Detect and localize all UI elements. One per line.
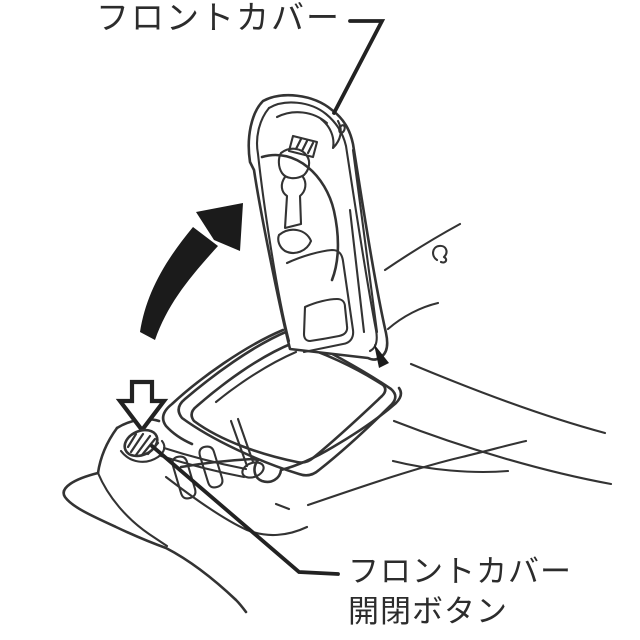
body-right-line-1 <box>409 362 607 435</box>
front-cover-outline <box>247 94 389 361</box>
cover-right-wall-line <box>351 148 379 334</box>
label-open-close-button-line1: フロントカバー <box>348 554 572 589</box>
label-open-close-button: フロントカバー 開閉ボタン <box>348 552 572 632</box>
leader-line-open-close-button <box>150 444 340 576</box>
cover-latch-hook <box>319 117 342 150</box>
cover-inner-left-wall <box>255 106 291 343</box>
label-front-cover: フロントカバー <box>96 0 341 36</box>
leader-line-front-cover <box>332 19 386 115</box>
latch-mechanism-stem <box>280 175 307 230</box>
open-arrow-head <box>196 203 243 251</box>
cover-catch-dot <box>338 124 346 134</box>
compartment-rim-middle <box>177 329 397 477</box>
cover-interior-sweep <box>260 153 340 282</box>
cover-inner-slot <box>302 297 349 343</box>
bottom-front-edge <box>306 439 528 507</box>
compartment-floor-line <box>214 350 298 404</box>
cover-hinge-tip <box>374 344 389 368</box>
label-open-close-button-line2: 開閉ボタン <box>348 594 508 629</box>
compartment-bar-lines <box>159 446 248 479</box>
front-cover-open <box>247 94 389 368</box>
front-flap <box>62 471 248 614</box>
open-arrow-tail <box>140 227 218 340</box>
body-rear-upper-edge <box>383 222 462 272</box>
body-right-line-3 <box>391 459 510 474</box>
body-right-line-2 <box>392 419 613 486</box>
latch-plate-hatching <box>294 137 315 155</box>
latch-plate-outline <box>287 134 319 159</box>
open-direction-arrow-icon <box>140 203 243 340</box>
cover-inner-shell <box>267 101 378 353</box>
cover-right-mid-line <box>348 208 366 334</box>
cover-inner-frame <box>285 248 355 354</box>
latch-mechanism-base <box>277 228 313 255</box>
body-left-edge <box>96 426 119 475</box>
compartment-divider <box>229 417 255 468</box>
front-face-dash <box>274 502 291 511</box>
compartment-roller-right <box>198 445 224 489</box>
front-cover-open-close-button <box>119 428 166 463</box>
strap-curl-detail <box>432 244 448 264</box>
latch-mechanism-cap <box>277 147 311 180</box>
front-face-crease <box>164 475 309 536</box>
front-flap-seam <box>96 471 169 548</box>
compartment-opening <box>190 341 387 464</box>
press-down-arrow-icon <box>115 379 169 434</box>
button-base-curve <box>119 439 166 463</box>
button-hatching <box>126 432 160 457</box>
body-rear-edge <box>386 301 440 331</box>
compartment-rim-outer <box>161 328 285 446</box>
compartment-knob <box>241 461 265 479</box>
cover-latch-plate <box>287 134 319 159</box>
device-body <box>62 222 613 614</box>
